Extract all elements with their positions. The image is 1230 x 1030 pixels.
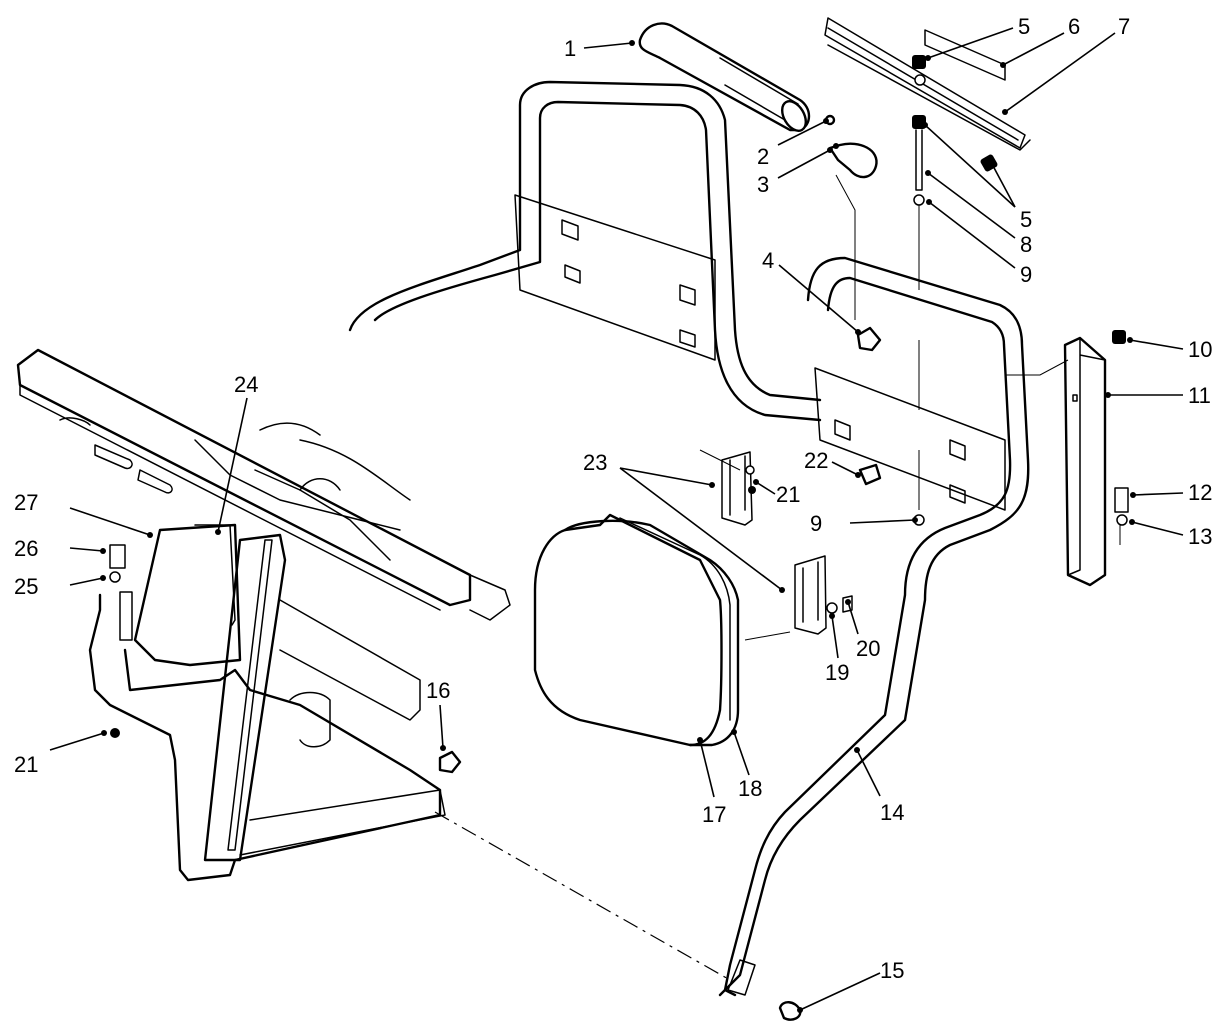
callout-24: 24: [234, 372, 258, 397]
callout-5a: 5: [1018, 14, 1030, 39]
side-panel: [88, 523, 446, 882]
callout-2: 2: [757, 144, 769, 169]
top-plate: [824, 17, 1031, 526]
callout-14: 14: [880, 800, 904, 825]
callout-26: 26: [14, 536, 38, 561]
rollover-bar: [718, 256, 1030, 997]
callout-21b: 21: [14, 752, 38, 777]
callout-4: 4: [762, 248, 774, 273]
callout-9a: 9: [1020, 262, 1032, 287]
callout-23: 23: [583, 450, 607, 475]
callout-12: 12: [1188, 480, 1212, 505]
hand-grip: [638, 22, 811, 132]
callout-13: 13: [1188, 524, 1212, 549]
clamp: [824, 114, 878, 179]
center-lines: [434, 174, 1121, 981]
callout-1: 1: [564, 36, 576, 61]
rear-rollbar-back-loop: [348, 80, 822, 422]
bracket-small: [856, 326, 882, 352]
seat-cushion: [533, 513, 740, 747]
callout-25: 25: [14, 574, 38, 599]
callout-22: 22: [804, 448, 828, 473]
callout-17: 17: [702, 802, 726, 827]
callout-6: 6: [1068, 14, 1080, 39]
callout-7: 7: [1118, 14, 1130, 39]
callout-19: 19: [825, 660, 849, 685]
callout-16: 16: [426, 678, 450, 703]
callout-labels: 1 2 3 4 5 5 6 7 8 9 9 10 11 12 13 14 15 …: [14, 14, 1212, 983]
callout-9b: 9: [810, 511, 822, 536]
hardware: [109, 463, 882, 1021]
callout-21a: 21: [776, 482, 800, 507]
upright-channel: [1063, 330, 1129, 587]
callout-5b: 5: [1020, 207, 1032, 232]
callout-11: 11: [1188, 383, 1211, 408]
seat-brackets: [721, 451, 827, 635]
callout-20: 20: [856, 636, 880, 661]
callout-8: 8: [1020, 232, 1032, 257]
callout-3: 3: [757, 172, 769, 197]
callout-10: 10: [1188, 337, 1212, 362]
leader-lines: [49, 27, 1184, 1013]
callout-27: 27: [14, 490, 38, 515]
callout-15: 15: [880, 958, 904, 983]
frame-rail: [16, 348, 511, 621]
callout-18: 18: [738, 776, 762, 801]
